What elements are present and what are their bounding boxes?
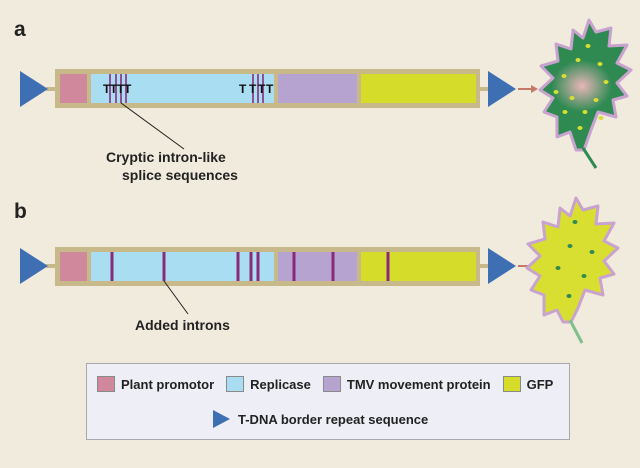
legend-row: T-DNA border repeat sequence	[213, 410, 428, 428]
cryptic-splice-group-1: T T T T	[103, 74, 132, 103]
cryptic-site-marker: T	[103, 82, 111, 96]
legend-label: GFP	[526, 376, 554, 392]
legend-item-plant-promotor: Plant promotor	[97, 376, 214, 392]
legend-label: T-DNA border repeat sequence	[238, 411, 429, 427]
cryptic-site-marker: T	[249, 82, 257, 96]
cryptic-site-marker: T	[239, 82, 247, 96]
plant-promotor-swatch	[97, 376, 115, 392]
tmv-movement-protein-swatch	[322, 376, 341, 392]
gfp-swatch	[502, 376, 521, 392]
t-dna-border-right	[488, 248, 516, 284]
gfp-glow	[552, 60, 612, 112]
panel-b-label: b	[14, 200, 27, 223]
cryptic-splice-callout-line-1: Cryptic intron-like	[106, 149, 226, 165]
legend-label: TMV movement protein	[346, 376, 491, 392]
cryptic-splice-callout-line-2: splice sequences	[122, 167, 238, 183]
cryptic-splice-group-2: T T T T	[239, 74, 274, 103]
added-introns-callout: Added introns	[135, 317, 230, 333]
t-dna-border-triangle-icon	[213, 410, 230, 428]
t-dna-border-left	[20, 71, 48, 107]
yellow-leaf	[525, 196, 620, 344]
legend-item-gfp: GFP	[502, 376, 554, 392]
cryptic-site-marker: T	[266, 82, 274, 96]
plant-promotor-segment	[60, 74, 87, 103]
t-dna-border-left	[20, 248, 48, 284]
legend-item-tmv-movement-protein: TMV movement protein	[322, 376, 491, 392]
infection-spots	[555, 220, 595, 298]
cryptic-site-marker: T	[258, 82, 266, 96]
plant-promotor-segment	[60, 252, 87, 281]
gfp-segment	[361, 252, 476, 281]
t-dna-border-right	[488, 71, 516, 107]
leaf-stem	[568, 319, 584, 344]
gfp-segment	[361, 74, 476, 103]
tmv-movement-protein-segment	[278, 74, 357, 103]
expression-arrow	[518, 85, 538, 93]
legend-row: Plant promotor Replicase TMV movement pr…	[97, 376, 553, 392]
legend-item-replicase: Replicase	[226, 376, 311, 392]
callout-pointer	[163, 280, 189, 315]
cryptic-site-marker: T	[110, 82, 118, 96]
added-introns	[110, 252, 390, 281]
legend-label: Plant promotor	[121, 376, 215, 392]
legend: Plant promotor Replicase TMV movement pr…	[86, 363, 570, 440]
legend-label: Replicase	[250, 376, 311, 392]
leaf-blade	[525, 196, 620, 324]
fluorescent-leaf	[538, 18, 633, 169]
replicase-segment	[91, 252, 274, 281]
gfp-spots	[553, 44, 609, 130]
tmv-movement-protein-segment	[278, 252, 357, 281]
cryptic-site-marker: T	[117, 82, 125, 96]
cryptic-site-marker: T	[124, 82, 132, 96]
panel-a-label: a	[14, 18, 26, 41]
leaf-stem	[581, 147, 598, 169]
replicase-swatch	[226, 376, 245, 392]
callout-pointer	[120, 102, 185, 150]
